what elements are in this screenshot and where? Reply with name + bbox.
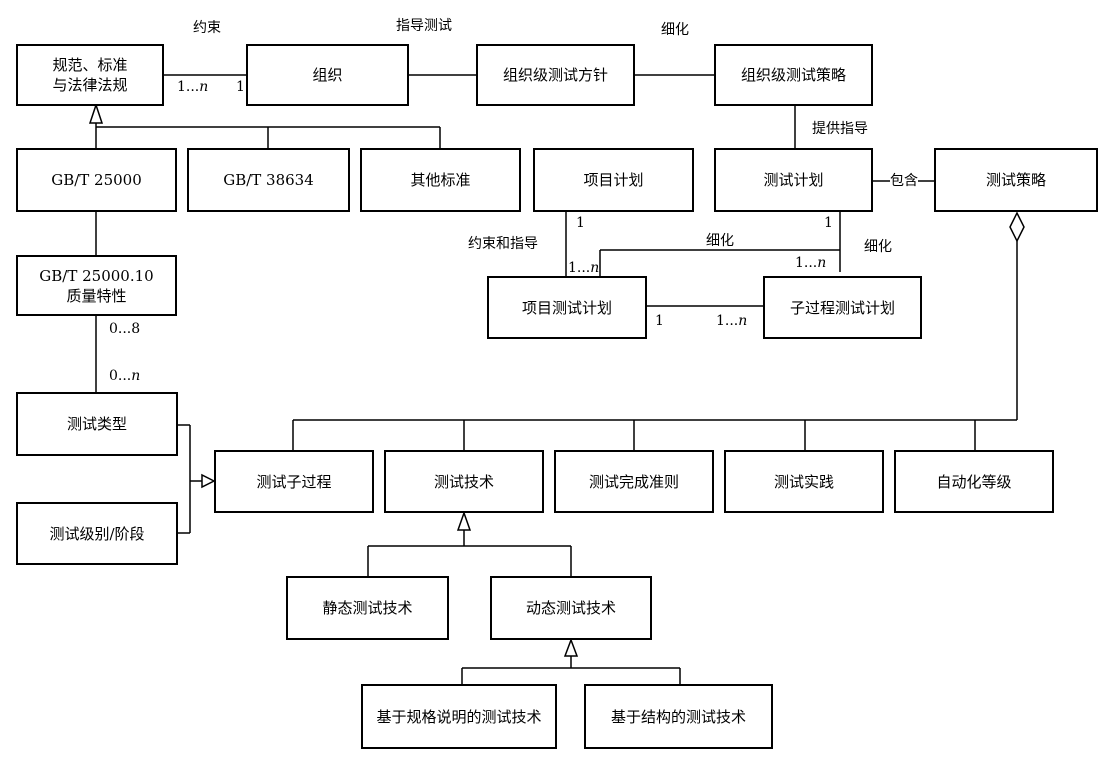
label-guide-testing: 指导测试	[396, 18, 452, 34]
mult-quality-bottom-text: 0...	[109, 368, 132, 384]
box-quality-characteristics-text: GB/T 25000.10 质量特性	[39, 266, 154, 305]
mult-project-plan: 1	[576, 215, 585, 231]
box-test-practice: 测试实践	[724, 450, 884, 513]
box-test-subprocess: 测试子过程	[214, 450, 374, 513]
box-automation-level: 自动化等级	[894, 450, 1054, 513]
box-test-technique-text: 测试技术	[433, 472, 494, 491]
box-test-strategy-text: 测试策略	[985, 171, 1046, 189]
box-other-standards-text: 其他标准	[410, 171, 471, 189]
triangle-head-subprocess	[201, 473, 216, 489]
box-test-technique: 测试技术	[384, 450, 544, 513]
box-project-plan: 项目计划	[533, 148, 694, 212]
box-project-test-plan-text: 项目测试计划	[521, 298, 612, 317]
mult-quality-bottom-n: n	[131, 368, 141, 384]
box-completion-criteria-text: 测试完成准则	[588, 472, 679, 491]
box-quality-characteristics: GB/T 25000.10 质量特性	[16, 255, 177, 316]
label-refine-mid: 细化	[706, 233, 734, 249]
label-refine-top: 细化	[661, 22, 689, 38]
box-static-technique: 静态测试技术	[286, 576, 449, 640]
mult-project-test-plan: 1...n	[568, 260, 599, 276]
box-test-plan: 测试计划	[714, 148, 873, 212]
box-test-type: 测试类型	[16, 392, 178, 456]
mult-quality-bottom: 0...n	[109, 368, 140, 384]
box-completion-criteria: 测试完成准则	[554, 450, 714, 513]
box-test-level: 测试级别/阶段	[16, 502, 178, 565]
mult-quality-top: 0...8	[109, 321, 141, 337]
box-project-test-plan: 项目测试计划	[487, 276, 647, 339]
box-structure-based-technique: 基于结构的测试技术	[584, 684, 773, 749]
box-org-test-strategy-text: 组织级测试策略	[740, 66, 846, 84]
label-constrain: 约束	[193, 20, 221, 36]
mult-reg-org-left: 1...n	[177, 79, 208, 95]
box-spec-based-technique: 基于规格说明的测试技术	[361, 684, 557, 749]
box-gbt25000-text: GB/T 25000	[51, 171, 142, 189]
box-project-plan-text: 项目计划	[583, 171, 644, 189]
box-org-test-policy: 组织级测试方针	[476, 44, 635, 106]
mult-project-test-plan-text: 1...	[568, 260, 591, 276]
box-test-plan-text: 测试计划	[763, 171, 824, 189]
mult-reg-org-right: 1	[236, 79, 245, 95]
box-other-standards: 其他标准	[360, 148, 521, 212]
box-subprocess-test-plan: 子过程测试计划	[763, 276, 922, 339]
box-subprocess-test-plan-text: 子过程测试计划	[789, 298, 895, 317]
mult-ptp-sub-right-n: n	[738, 313, 748, 329]
box-gbt25000: GB/T 25000	[16, 148, 177, 212]
box-regulations-text: 规范、标准 与法律法规	[52, 56, 128, 94]
mult-reg-org-left-text: 1...	[177, 79, 200, 95]
mult-subprocess-text: 1...	[795, 255, 818, 271]
box-test-strategy: 测试策略	[934, 148, 1098, 212]
box-gbt38634: GB/T 38634	[187, 148, 350, 212]
diamond-head-strategy	[1009, 211, 1025, 243]
box-org-test-strategy: 组织级测试策略	[714, 44, 873, 106]
mult-ptp-sub-right-text: 1...	[716, 313, 739, 329]
mult-subprocess-n: n	[817, 255, 827, 271]
mult-ptp-sub-left: 1	[655, 313, 664, 329]
box-structure-based-technique-text: 基于结构的测试技术	[610, 707, 746, 726]
mult-ptp-sub-right: 1...n	[716, 313, 747, 329]
triangle-head-regulations	[88, 102, 104, 124]
box-spec-based-technique-text: 基于规格说明的测试技术	[376, 707, 542, 726]
box-test-level-text: 测试级别/阶段	[49, 524, 145, 543]
mult-subprocess: 1...n	[795, 255, 826, 271]
box-organization: 组织	[246, 44, 409, 106]
mult-test-plan: 1	[824, 215, 833, 231]
label-refine-right: 细化	[864, 239, 892, 255]
label-contains: 包含	[890, 173, 918, 189]
box-regulations: 规范、标准 与法律法规	[16, 44, 164, 106]
box-organization-text: 组织	[312, 66, 343, 84]
box-gbt38634-text: GB/T 38634	[223, 171, 314, 189]
triangle-head-technique	[456, 510, 472, 531]
box-org-test-policy-text: 组织级测试方针	[502, 66, 608, 84]
box-dynamic-technique: 动态测试技术	[490, 576, 652, 640]
mult-reg-org-left-n: n	[199, 79, 209, 95]
box-static-technique-text: 静态测试技术	[322, 599, 413, 617]
box-automation-level-text: 自动化等级	[936, 472, 1012, 491]
label-provide-guidance: 提供指导	[812, 121, 868, 137]
box-dynamic-technique-text: 动态测试技术	[525, 599, 616, 617]
box-test-type-text: 测试类型	[66, 415, 127, 433]
mult-project-test-plan-n: n	[590, 260, 600, 276]
label-constrain-and-guide: 约束和指导	[468, 236, 538, 252]
box-test-practice-text: 测试实践	[773, 472, 834, 491]
triangle-head-dynamic	[563, 637, 579, 657]
box-test-subprocess-text: 测试子过程	[256, 472, 332, 491]
